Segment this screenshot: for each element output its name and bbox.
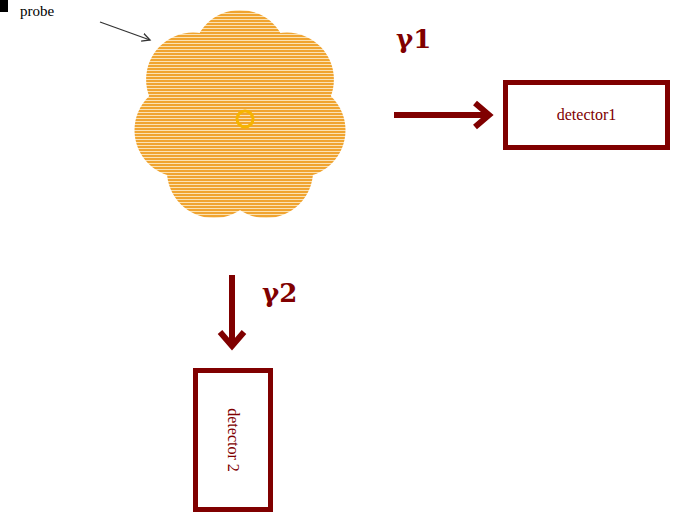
probe-cloud: probe	[130, 5, 352, 230]
cloud-lobe	[146, 33, 240, 127]
probe-cloud-shape	[130, 5, 352, 230]
corner-mark	[0, 0, 8, 12]
gamma-label: γ2	[262, 278, 297, 308]
gamma-label: γ1	[396, 24, 431, 54]
detector-box: detector1	[503, 80, 670, 150]
detector-label: detector1	[557, 106, 617, 124]
gamma-arrow	[394, 112, 489, 118]
leader-line	[100, 22, 150, 40]
detector-box: detector 2	[193, 368, 273, 512]
gamma-arrow	[229, 275, 235, 346]
detector-label: detector 2	[224, 408, 242, 472]
nucleus-dot	[237, 111, 253, 127]
part-label: probe	[20, 3, 54, 20]
